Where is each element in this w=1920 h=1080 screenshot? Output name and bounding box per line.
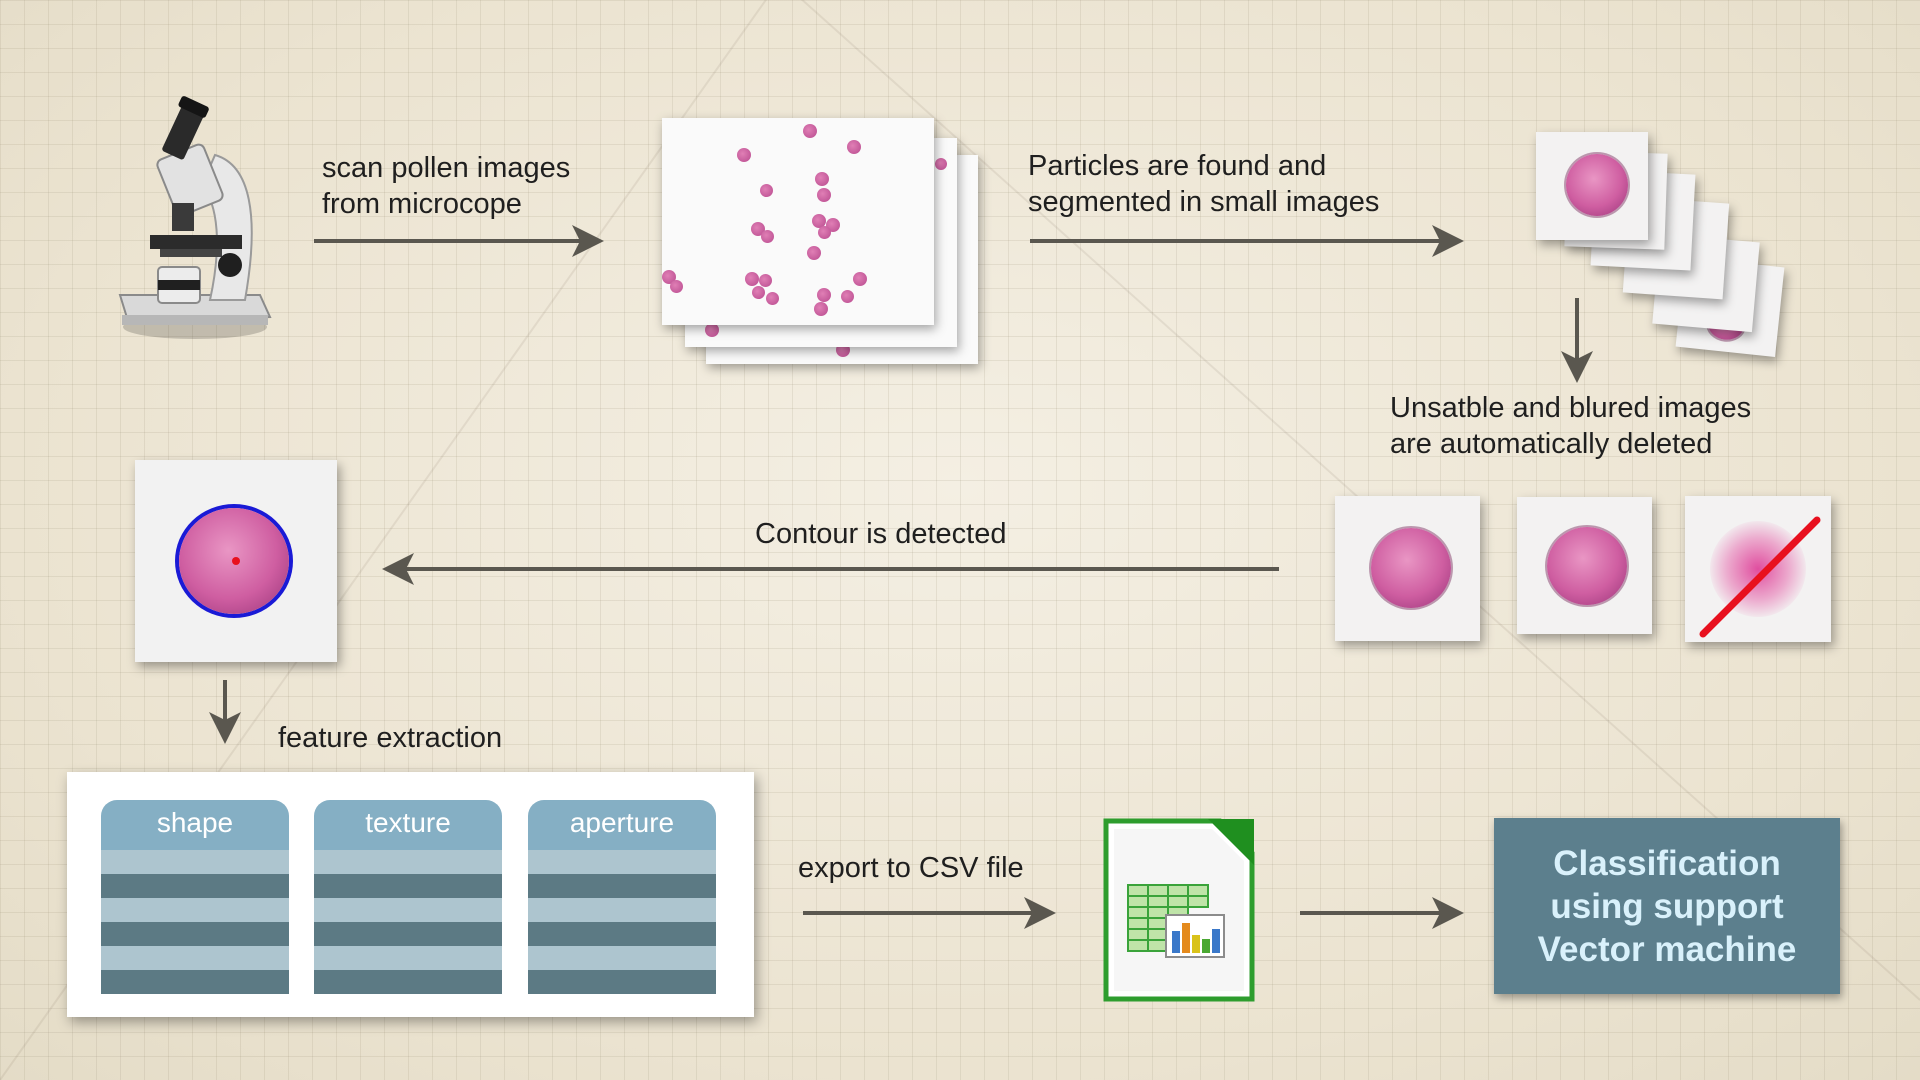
scan-label-line2: from microcope [322, 188, 522, 220]
contour-label: Contour is detected [755, 518, 1007, 550]
spreadsheet-file-icon [1103, 818, 1255, 1002]
feature-column-texture: texture [314, 800, 502, 994]
centroid-marker [232, 557, 240, 565]
delete-label-line2: are automatically deleted [1390, 428, 1713, 460]
segmented-thumb-front [1536, 132, 1648, 240]
svm-line2: using support [1550, 886, 1784, 926]
delete-label: Unsatble and blured images are automatic… [1390, 390, 1751, 462]
kept-image-2 [1517, 497, 1652, 634]
slide-front [662, 118, 934, 325]
svm-line1: Classification [1553, 843, 1781, 883]
feature-header: aperture [528, 800, 716, 850]
feature-header: texture [314, 800, 502, 850]
scan-label-line1: scan pollen images [322, 152, 571, 184]
segment-label-line2: segmented in small images [1028, 186, 1380, 218]
reject-cross-icon [1699, 516, 1821, 638]
feature-header: shape [101, 800, 289, 850]
segment-label: Particles are found and segmented in sma… [1028, 148, 1379, 220]
feature-column-shape: shape [101, 800, 289, 994]
scan-label: scan pollen images from microcope [322, 150, 570, 222]
svm-classification-box: Classification using support Vector mach… [1494, 818, 1840, 994]
feature-extraction-label: feature extraction [278, 722, 503, 754]
microscope-icon [118, 96, 272, 339]
feature-table: shape texture aperture [67, 772, 754, 1017]
segment-label-line1: Particles are found and [1028, 150, 1327, 182]
export-label: export to CSV file [798, 852, 1024, 884]
delete-label-line1: Unsatble and blured images [1390, 392, 1752, 424]
svm-line3: Vector machine [1537, 929, 1797, 969]
kept-image-1 [1335, 496, 1480, 641]
feature-column-aperture: aperture [528, 800, 716, 994]
contour-image [135, 460, 337, 662]
blurred-image-rejected [1685, 496, 1831, 642]
